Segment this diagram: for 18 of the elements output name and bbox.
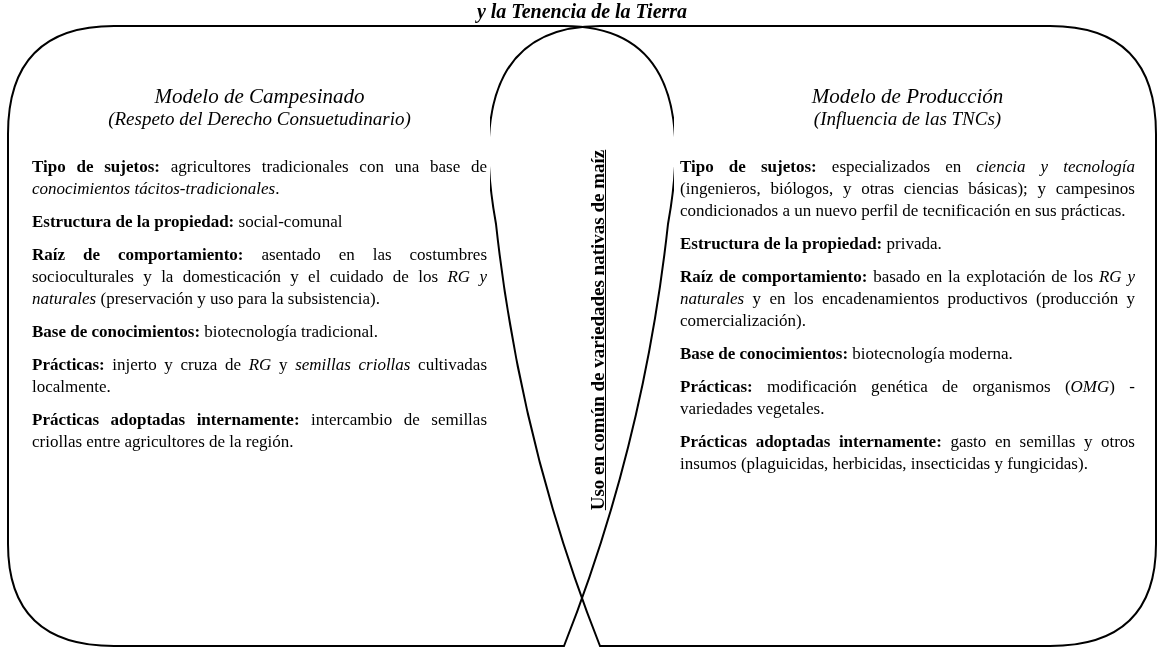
paragraph: Tipo de sujetos: agricultores tradicionales con una base de conocimientos tácitos-tradicionales. [32,156,487,200]
paragraph: Estructura de la propiedad: social-comunal [32,211,344,233]
panel-heading: Modelo de Campesinado [153,84,366,108]
paragraph: Prácticas: injerto y cruza de RG y semillas criollas cultivadas localmente. [32,354,487,398]
diagram-title: y la Tenencia de la Tierra [474,0,689,22]
vertical-label: Uso en común de variedades nativas de maíz [586,149,609,511]
panel-subtitle: (Influencia de las TNCs) [812,108,1003,130]
paragraph: Prácticas adoptadas internamente: intercambio de semillas criollas entre agricultores de la región. [32,409,487,453]
paragraph: Estructura de la propiedad: privada. [680,233,943,255]
paragraph: Raíz de comportamiento: asentado en las costumbres socioculturales y la domesticación y el cuidado de los RG y naturales (preservación y uso para la subsistencia). [32,244,487,310]
paragraph: Base de conocimientos: biotecnología tradicional. [32,321,380,343]
paragraph: Base de conocimientos: biotecnología moderna. [680,343,1014,365]
panel-subtitle: (Respeto del Derecho Consuetudinario) [107,108,412,130]
paragraph: Prácticas: modificación genética de organismos (OMG) - variedades vegetales. [680,376,1135,420]
paragraph: Tipo de sujetos: especializados en ciencia y tecnología (ingenieros, biólogos, y otras ciencias básicas); y campesinos condicionados a un nuevo perfil de tecnificación en sus prácticas. [680,156,1135,222]
panel-heading: Modelo de Producción [810,84,1005,108]
paragraph: Raíz de comportamiento: basado en la explotación de los RG y naturales y en los encadenamientos productivos (producción y comercialización). [680,266,1135,332]
paragraph: Prácticas adoptadas internamente: gasto en semillas y otros insumos (plaguicidas, herbicidas, insecticidas y fungicidas). [680,431,1135,475]
